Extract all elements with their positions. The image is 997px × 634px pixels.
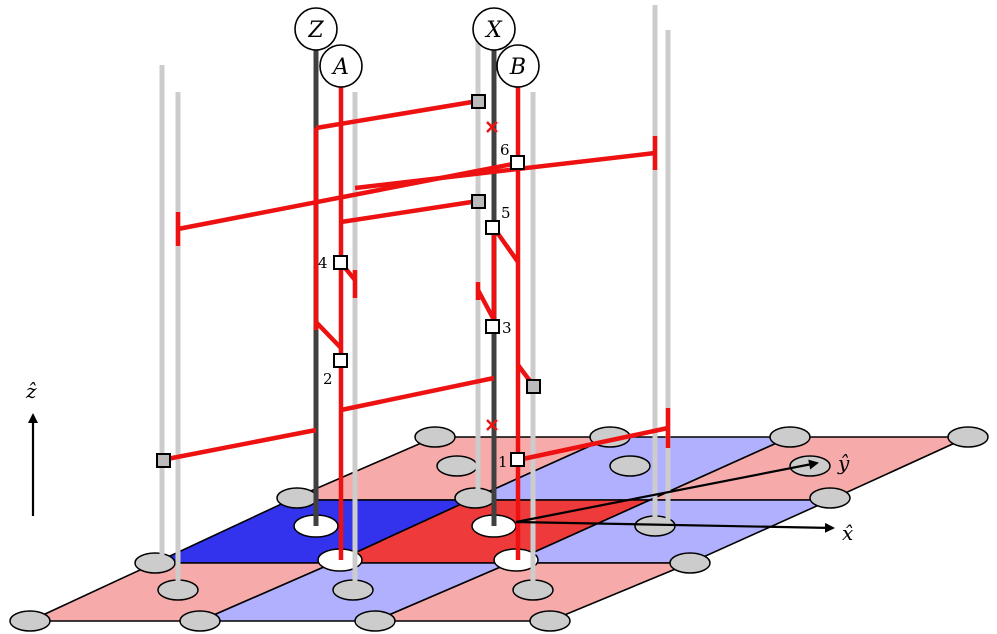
- gate-gray: [526, 379, 541, 394]
- step-label-5: 5: [501, 204, 511, 222]
- step-label-2: 2: [323, 370, 333, 388]
- axes: [28, 413, 835, 533]
- vertex: [769, 426, 811, 448]
- svg-text:Z: Z: [307, 18, 324, 43]
- vertex: [436, 455, 478, 477]
- measurement-marks: [486, 121, 498, 431]
- y-axis-label: ŷ: [837, 451, 850, 475]
- qubit-labels: Z A X B: [294, 7, 540, 88]
- vertex: [276, 487, 318, 509]
- gate-step-5: [485, 220, 500, 235]
- cross-icon: [486, 419, 498, 431]
- step-label-1: 1: [498, 453, 508, 471]
- qubit-label-b: B: [496, 44, 540, 88]
- red-connectors: [161, 98, 671, 463]
- step-label-4: 4: [318, 254, 328, 272]
- step-labels: 6 5 4 3 2 1: [318, 141, 512, 471]
- gate-step-1: [510, 452, 525, 467]
- x-axis-label: x̂: [842, 521, 853, 545]
- gate-gray: [471, 94, 486, 109]
- qubit-label-a: A: [319, 44, 363, 88]
- vertex: [9, 610, 51, 632]
- gate-step-4: [333, 255, 348, 270]
- vertex: [179, 610, 221, 632]
- z-axis-label: ẑ: [25, 379, 37, 403]
- svg-text:A: A: [331, 55, 349, 80]
- vertex: [669, 552, 711, 574]
- gate-step-6: [510, 155, 525, 170]
- cross-icon: [486, 121, 498, 133]
- gate-step-2: [333, 353, 348, 368]
- qubit-label-x: X: [472, 7, 516, 51]
- gray-time-lines: [159, 5, 671, 590]
- vertex: [454, 487, 496, 509]
- vertex: [609, 455, 651, 477]
- step-label-6: 6: [500, 141, 510, 159]
- y-axis-arrow: [515, 459, 819, 524]
- vertex: [809, 487, 851, 509]
- gate-squares: [156, 94, 541, 468]
- vertex: [414, 426, 456, 448]
- vertex: [134, 552, 176, 574]
- svg-text:B: B: [509, 55, 526, 80]
- step-label-3: 3: [502, 319, 512, 337]
- svg-text:X: X: [484, 18, 503, 43]
- gate-gray: [471, 194, 486, 209]
- gate-gray: [156, 453, 171, 468]
- vertex: [947, 426, 989, 448]
- vertex: [354, 610, 396, 632]
- vertex: [529, 610, 571, 632]
- qubit-label-z: Z: [294, 7, 338, 51]
- x-axis-arrow: [515, 520, 835, 533]
- gate-step-3: [485, 319, 500, 334]
